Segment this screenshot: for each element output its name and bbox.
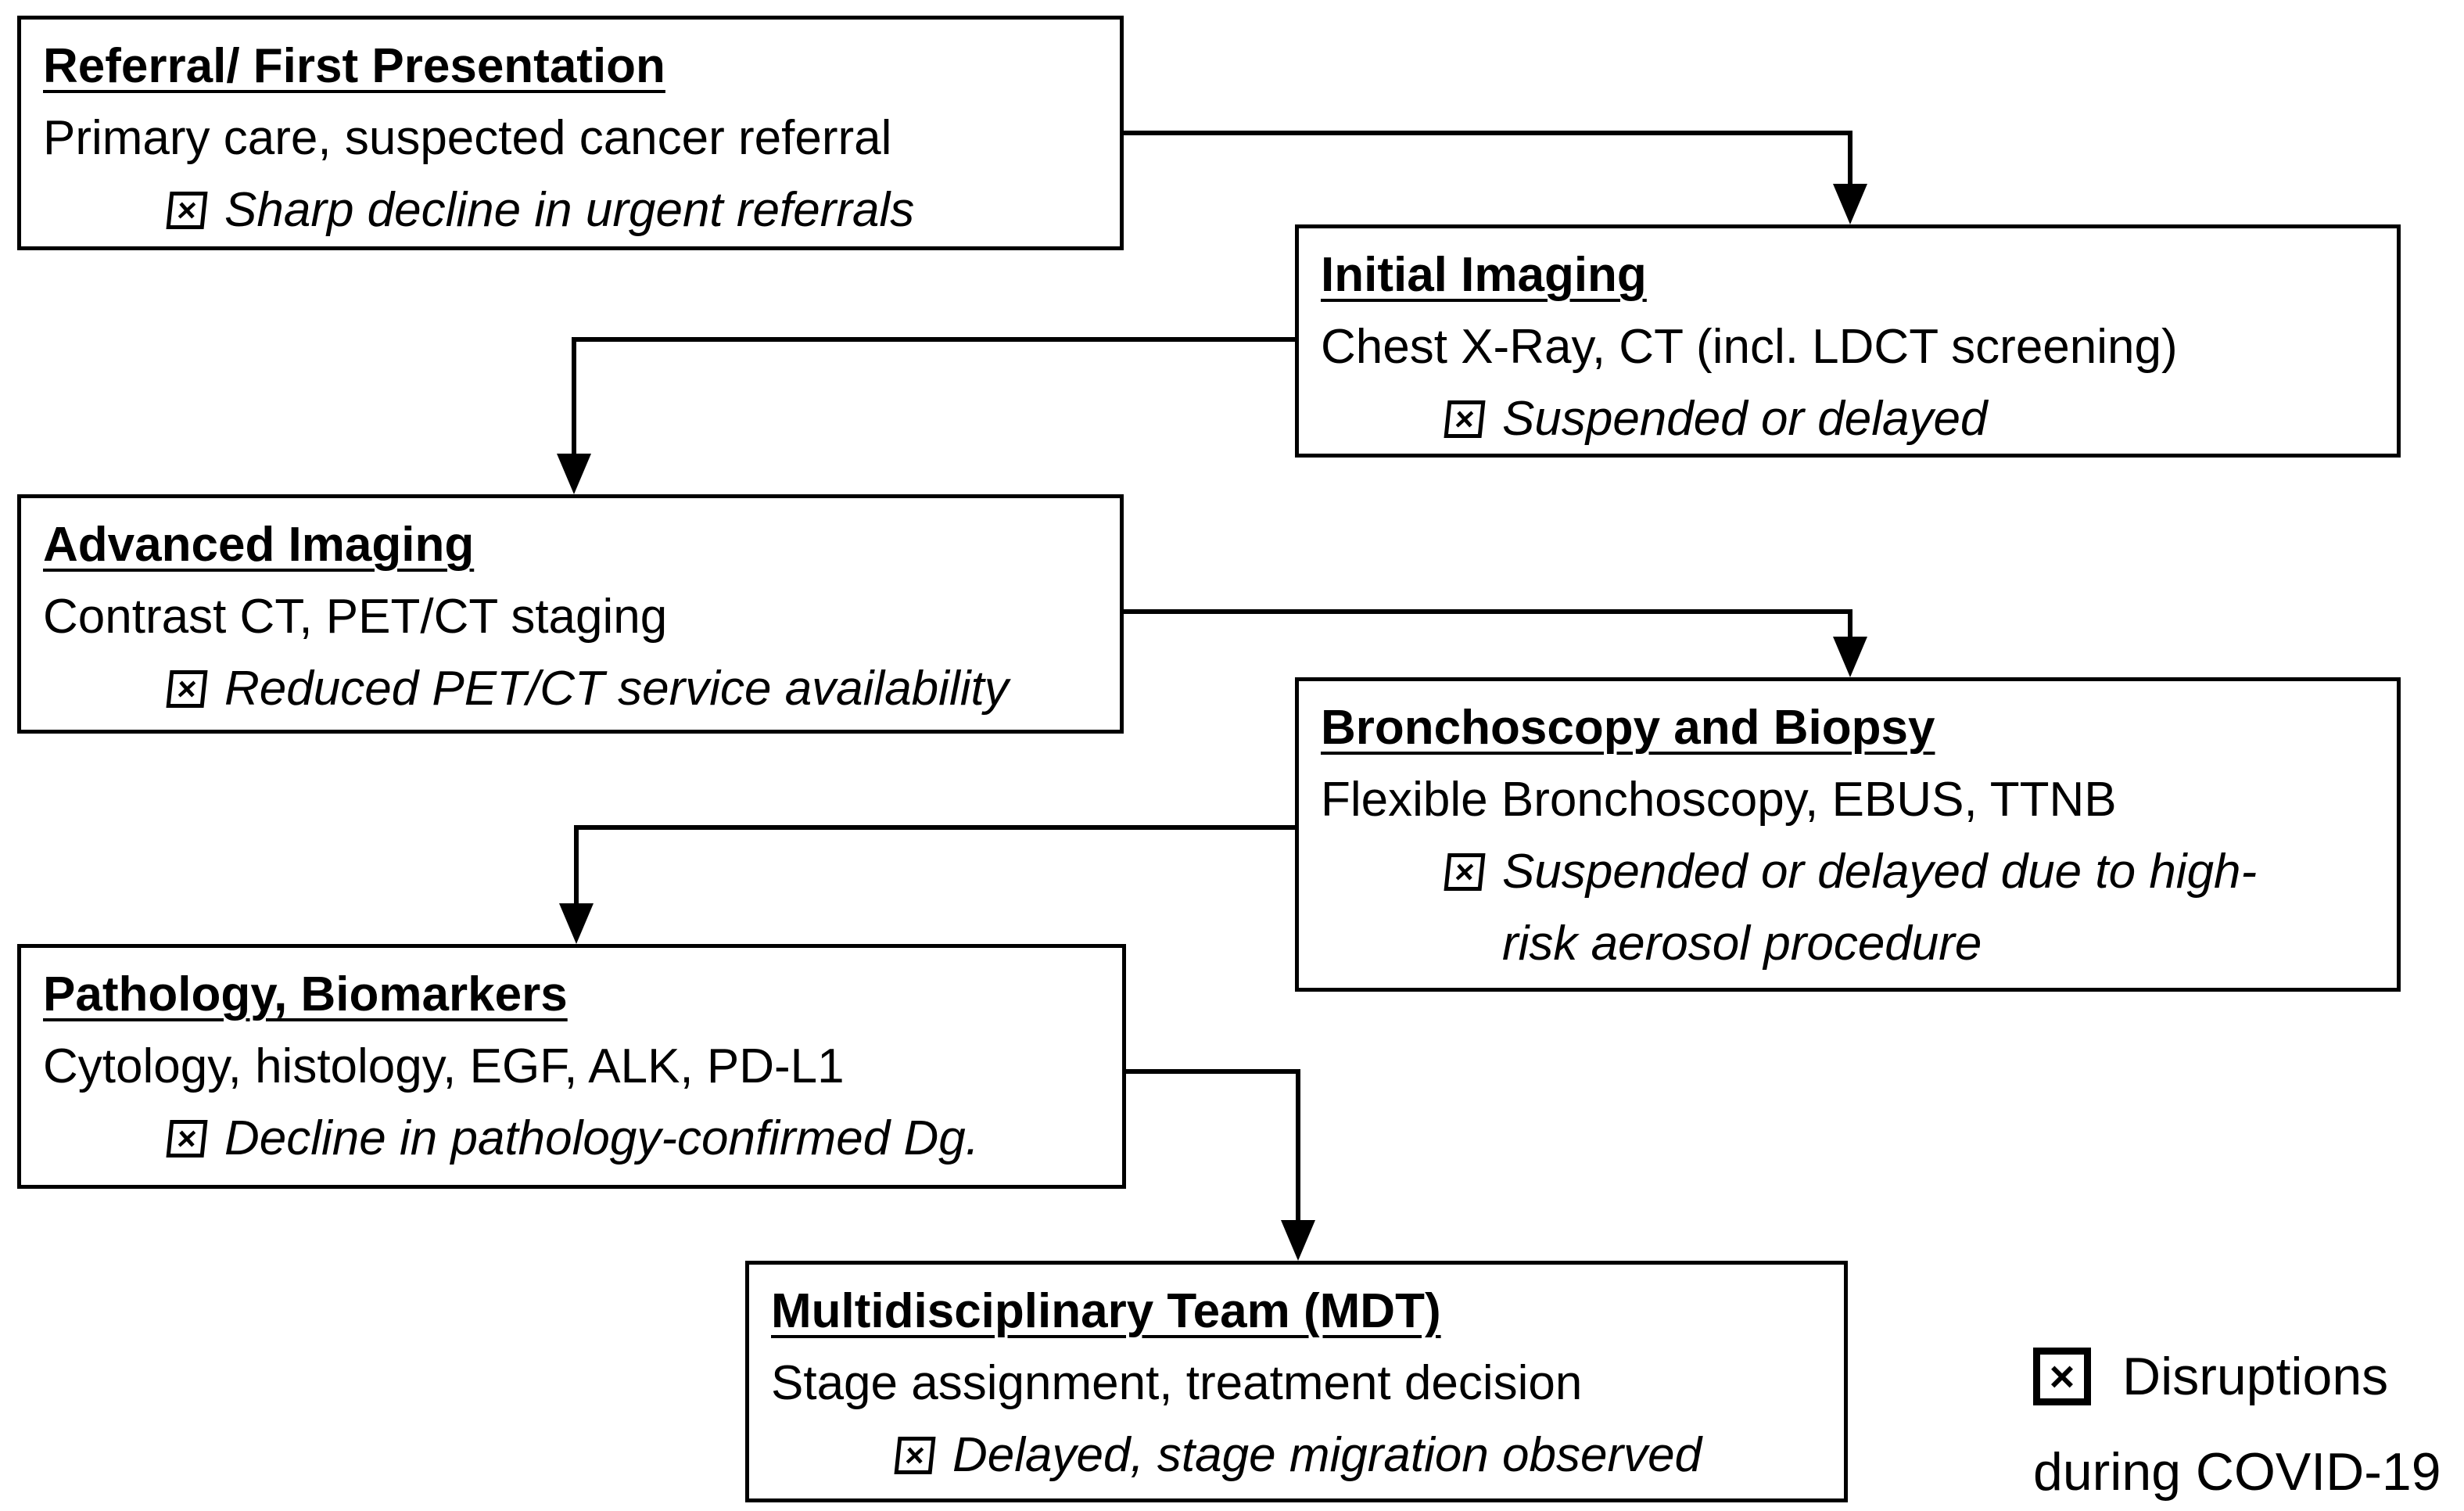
x-glyph: ×	[2049, 1351, 2075, 1401]
arrow-down-icon	[1833, 637, 1867, 677]
checkbox-x-icon: ×	[1444, 400, 1486, 438]
disruption-note: × Suspended or delayed	[1321, 383, 2381, 455]
legend-text-line1: Disruptions	[2122, 1347, 2389, 1406]
box-initial-imaging: Initial Imaging Chest X-Ray, CT (incl. L…	[1295, 224, 2401, 458]
connector-vertical-line	[1296, 1069, 1300, 1226]
stage-description: Flexible Bronchoscopy, EBUS, TTNB	[1321, 773, 2117, 827]
disruption-text: Delayed, stage migration observed	[952, 1428, 1702, 1482]
disruption-note: × Sharp decline in urgent referrals	[43, 174, 1104, 246]
disruption-note: × Decline in pathology-confirmed Dg.	[43, 1103, 1106, 1175]
disruption-text: Sharp decline in urgent referrals	[224, 183, 915, 237]
legend: × Disruptions during COVID-19	[2033, 1339, 2441, 1509]
x-glyph: ×	[1453, 853, 1476, 890]
connector-horizontal-line	[1124, 131, 1852, 135]
stage-description: Contrast CT, PET/CT staging	[43, 590, 668, 644]
box-referral: Referral/ First Presentation Primary car…	[17, 16, 1124, 250]
arrow-down-icon	[559, 903, 594, 944]
disruption-checkbox-icon: ×	[2033, 1348, 2091, 1405]
stage-title: Multidisciplinary Team (MDT)	[771, 1284, 1441, 1338]
box-mdt: Multidisciplinary Team (MDT) Stage assig…	[745, 1261, 1848, 1502]
connector-horizontal-line	[574, 825, 1295, 830]
checkbox-x-icon: ×	[166, 192, 208, 229]
legend-text-line2: during COVID-19	[2033, 1442, 2441, 1502]
connector-vertical-line	[572, 337, 576, 454]
x-glyph: ×	[175, 1120, 199, 1157]
arrow-down-icon	[1833, 184, 1867, 224]
box-advanced-imaging: Advanced Imaging Contrast CT, PET/CT sta…	[17, 494, 1124, 734]
disruption-note: × Delayed, stage migration observed	[771, 1419, 1828, 1491]
arrow-down-icon	[557, 454, 591, 494]
x-glyph: ×	[175, 192, 199, 228]
connector-vertical-line	[1848, 609, 1852, 641]
stage-description: Chest X-Ray, CT (incl. LDCT screening)	[1321, 320, 2178, 374]
stage-description: Primary care, suspected cancer referral	[43, 111, 892, 165]
stage-title: Pathology, Biomarkers	[43, 967, 568, 1021]
x-glyph: ×	[1453, 400, 1476, 437]
disruption-text: Suspended or delayed due to high-risk ae…	[1502, 845, 2258, 971]
stage-title: Referral/ First Presentation	[43, 39, 665, 93]
checkbox-x-icon: ×	[894, 1437, 936, 1474]
stage-title: Advanced Imaging	[43, 518, 475, 572]
connector-horizontal-line	[572, 337, 1295, 342]
disruption-note: × Suspended or delayed due to high-risk …	[1321, 836, 2381, 980]
arrow-down-icon	[1281, 1220, 1315, 1261]
checkbox-x-icon: ×	[166, 1120, 208, 1157]
x-glyph: ×	[903, 1437, 927, 1473]
disruption-text: Suspended or delayed	[1502, 392, 1988, 446]
disruption-note: × Reduced PET/CT service availability	[43, 653, 1104, 725]
disruption-text: Reduced PET/CT service availability	[224, 662, 1009, 716]
connector-horizontal-line	[1126, 1069, 1300, 1074]
box-bronchoscopy-biopsy: Bronchoscopy and Biopsy Flexible Broncho…	[1295, 677, 2401, 992]
stage-title: Initial Imaging	[1321, 248, 1647, 302]
disruption-text: Decline in pathology-confirmed Dg.	[224, 1111, 979, 1165]
connector-horizontal-line	[1124, 609, 1852, 614]
stage-title: Bronchoscopy and Biopsy	[1321, 701, 1935, 755]
connector-vertical-line	[1848, 131, 1852, 187]
stage-description: Stage assignment, treatment decision	[771, 1356, 1583, 1410]
stage-description: Cytology, histology, EGF, ALK, PD-L1	[43, 1039, 845, 1093]
checkbox-x-icon: ×	[166, 670, 208, 708]
connector-vertical-line	[574, 825, 579, 906]
box-pathology-biomarkers: Pathology, Biomarkers Cytology, histolog…	[17, 944, 1126, 1189]
legend-row: × Disruptions	[2033, 1339, 2441, 1414]
x-glyph: ×	[175, 670, 199, 707]
checkbox-x-icon: ×	[1444, 853, 1486, 891]
